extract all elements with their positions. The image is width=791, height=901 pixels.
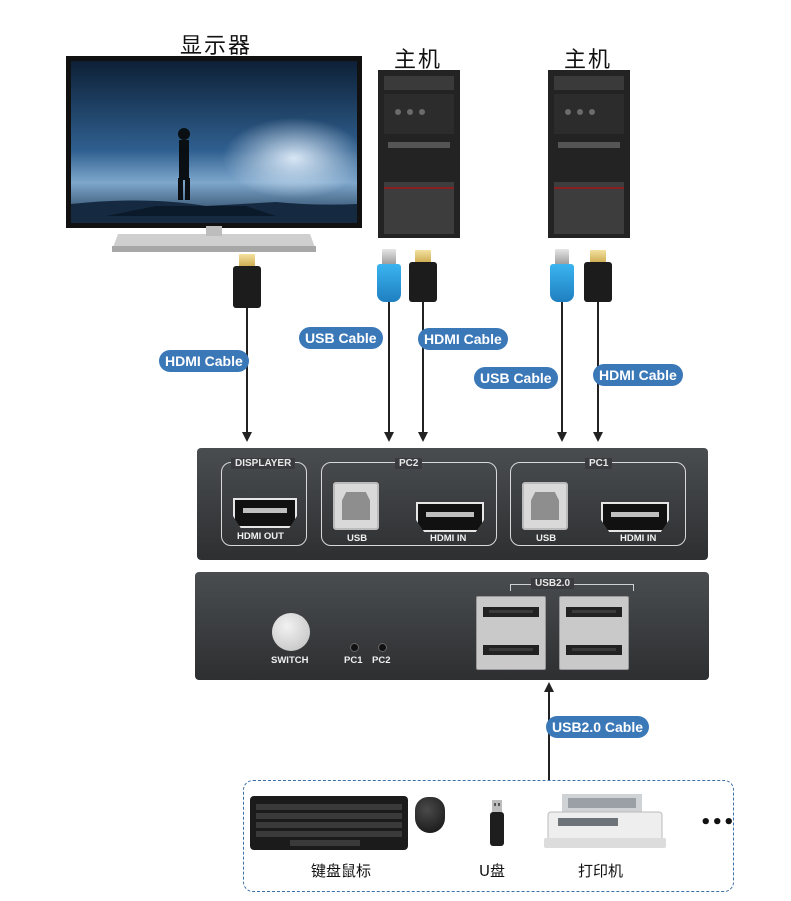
pc2-group-title: PC2 bbox=[395, 458, 423, 469]
hdmi-plug-icon bbox=[415, 250, 431, 264]
host1-hdmi-wire bbox=[422, 302, 424, 434]
kvm-back-panel: DISPLAYER HDMI OUT PC2 USB HDMI IN PC1 U… bbox=[197, 448, 708, 560]
arrow-down-icon bbox=[384, 432, 394, 442]
arrow-down-icon bbox=[593, 432, 603, 442]
pc-tower-icon bbox=[378, 70, 460, 238]
usb-b-port-icon bbox=[333, 482, 379, 530]
host2-hdmi-cable-label: HDMI Cable bbox=[593, 364, 683, 386]
arrow-down-icon bbox=[557, 432, 567, 442]
pc1-usb-label: USB bbox=[536, 533, 557, 544]
keyboard-icon bbox=[250, 796, 408, 850]
host2-usb-wire bbox=[561, 302, 563, 434]
usb-plug-icon bbox=[377, 264, 401, 302]
arrow-down-icon bbox=[242, 432, 252, 442]
kvm-front-panel: SWITCH PC1 PC2 USB2.0 bbox=[195, 572, 709, 680]
host1-usb-cable-label: USB Cable bbox=[299, 327, 383, 349]
host1-heading: 主机 bbox=[394, 48, 443, 73]
pc2-led-indicator bbox=[378, 643, 387, 652]
usb-b-port-icon bbox=[522, 482, 568, 530]
host1-usb-wire bbox=[388, 302, 390, 434]
hdmi-plug-icon bbox=[584, 262, 612, 302]
pc1-led-indicator bbox=[350, 643, 359, 652]
hdmi-plug-icon bbox=[233, 266, 261, 308]
hdmi-out-label: HDMI OUT bbox=[237, 531, 284, 542]
hdmi-plug-icon bbox=[590, 250, 606, 264]
monitor-hdmi-cable-label: HDMI Cable bbox=[159, 350, 249, 372]
pc1-led-label: PC1 bbox=[344, 655, 363, 666]
pc2-usb-label: USB bbox=[347, 533, 368, 544]
usb-a-port-icon bbox=[476, 596, 546, 670]
usb-a-port-icon bbox=[559, 596, 629, 670]
keyboard-mouse-label: 键盘鼠标 bbox=[311, 862, 372, 880]
monitor-icon bbox=[66, 56, 362, 256]
usb-plug-icon bbox=[550, 264, 574, 302]
printer-icon bbox=[544, 794, 666, 850]
pc2-hdmi-in-label: HDMI IN bbox=[430, 533, 467, 544]
hdmi-port-icon bbox=[601, 502, 669, 532]
usb-plug-icon bbox=[555, 249, 569, 265]
switch-button[interactable] bbox=[272, 613, 310, 651]
pc-tower-icon bbox=[548, 70, 630, 238]
pc1-hdmi-in-label: HDMI IN bbox=[620, 533, 657, 544]
hdmi-plug-icon bbox=[409, 262, 437, 302]
host2-usb-cable-label: USB Cable bbox=[474, 367, 558, 389]
usb-plug-icon bbox=[382, 249, 396, 265]
udisk-label: U盘 bbox=[479, 862, 505, 880]
hdmi-plug-icon bbox=[239, 254, 255, 268]
more-devices-indicator: ••• bbox=[700, 812, 735, 833]
peripherals-group bbox=[243, 780, 734, 892]
host2-heading: 主机 bbox=[564, 48, 613, 73]
host1-hdmi-cable-label: HDMI Cable bbox=[418, 328, 508, 350]
pc2-led-label: PC2 bbox=[372, 655, 391, 666]
monitor-heading: 显示器 bbox=[180, 34, 253, 59]
usb20-cable-label: USB2.0 Cable bbox=[546, 716, 650, 738]
arrow-up-icon bbox=[544, 682, 554, 692]
mouse-icon bbox=[415, 797, 445, 833]
usb-drive-icon bbox=[489, 800, 505, 846]
pc1-group-title: PC1 bbox=[585, 458, 613, 469]
switch-label: SWITCH bbox=[271, 655, 309, 666]
displayer-group-title: DISPLAYER bbox=[231, 458, 296, 469]
hdmi-port-icon bbox=[416, 502, 484, 532]
hdmi-port-icon bbox=[233, 498, 297, 528]
monitor-hdmi-wire bbox=[246, 308, 248, 434]
printer-label: 打印机 bbox=[578, 862, 624, 880]
arrow-down-icon bbox=[418, 432, 428, 442]
usb20-group-title: USB2.0 bbox=[531, 578, 575, 589]
